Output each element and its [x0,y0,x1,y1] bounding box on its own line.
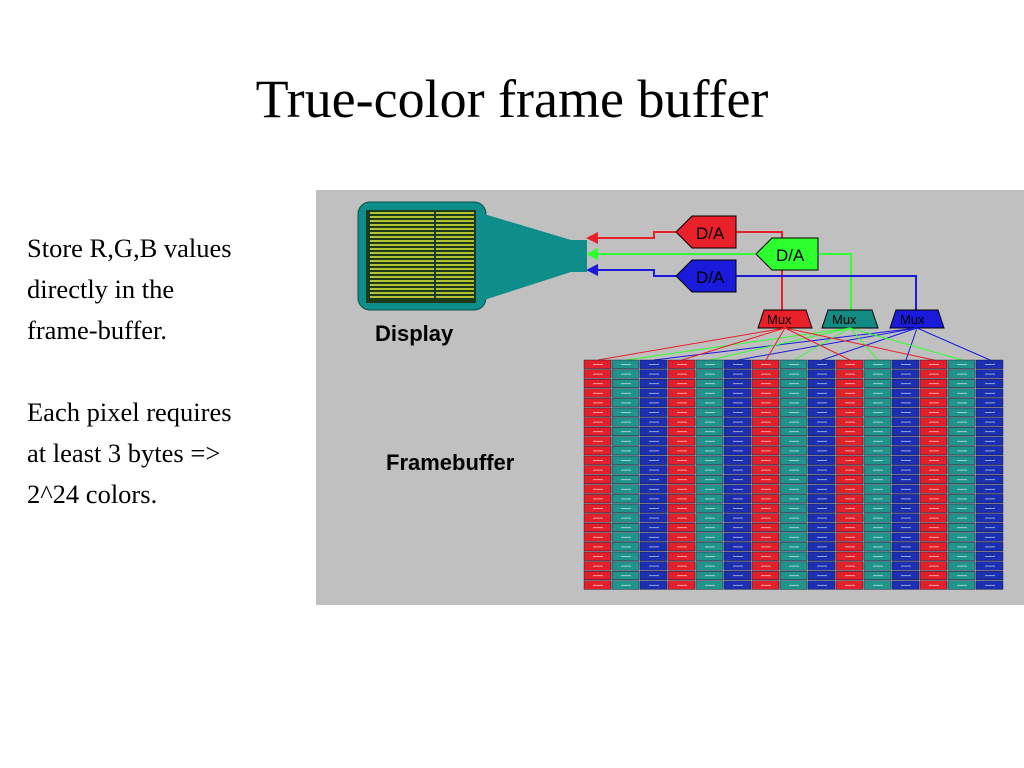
mux-teal [821,309,879,329]
fanout-line [784,327,935,361]
green-arrow-icon [586,248,598,260]
fanout-line [765,327,786,361]
fanout-line [709,327,851,361]
red-arrow-icon [586,232,598,244]
paragraph-bytes-per-pixel: Each pixel requires at least 3 bytes => … [27,392,307,515]
mux-blue-label: Mux [900,312,925,327]
monitor-scanlines [370,212,474,298]
framebuffer-grid [583,359,1004,590]
green-mux-wire [816,253,852,312]
fanout-line [821,327,918,361]
blue-mux-wire [736,275,917,312]
diagram-svg: Display D/A D/A D/A Mux Mux Mux Fr [316,190,1024,605]
fanout-line [793,327,851,361]
dac-red [675,215,737,249]
display-label: Display [375,321,454,346]
fanout-line [737,327,918,361]
mux-fanout-lines [597,327,991,361]
dac-blue-label: D/A [696,268,725,287]
framebuffer-label: Framebuffer [386,450,515,475]
monitor-icon [357,201,587,311]
fanout-line [597,327,786,361]
red-signal-wire [592,231,676,239]
fanout-line [784,327,851,361]
mux-blue [889,309,945,329]
fanout-line [916,327,991,361]
mux-teal-label: Mux [832,312,857,327]
paragraph-line: Store R,G,B values [27,233,232,263]
monitor-neck [484,214,587,300]
fanout-line [849,327,879,361]
paragraph-line: directly in the [27,274,175,304]
paragraph-line: Each pixel requires [27,397,232,427]
red-mux-wire [736,231,783,312]
dac-red-label: D/A [696,224,725,243]
paragraph-store-rgb: Store R,G,B values directly in the frame… [27,228,307,351]
paragraph-line: at least 3 bytes => [27,438,221,468]
dac-green-label: D/A [776,246,805,265]
blue-arrow-icon [586,264,598,276]
mux-red-label: Mux [767,312,792,327]
paragraph-line: frame-buffer. [27,315,168,345]
fanout-line [625,327,851,361]
fanout-line [849,327,963,361]
dac-green [755,237,819,271]
blue-signal-wire [592,269,676,277]
signal-wires [592,231,917,312]
dac-blue [675,259,737,293]
framebuffer-diagram: Display D/A D/A D/A Mux Mux Mux Fr [316,190,1024,605]
paragraph-line: 2^24 colors. [27,479,158,509]
fanout-line [681,327,786,361]
mux-red [757,309,813,329]
slide-title: True-color frame buffer [255,69,769,129]
